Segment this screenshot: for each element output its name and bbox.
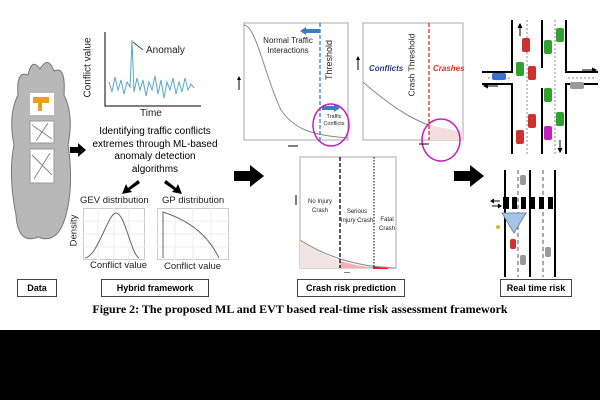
normal-traffic-label: Normal Traffic Interactions [263, 36, 313, 55]
traffic-conflicts-label: Traffic Conflicts [323, 114, 345, 127]
anomaly-label: Anomaly [146, 45, 185, 56]
density-label: Density [68, 214, 80, 247]
gp-title: GP distribution [162, 195, 225, 206]
crosswalk-illustration [490, 170, 556, 277]
intersection-illustration [482, 20, 598, 154]
arrow-right-icon [454, 165, 484, 187]
hybrid-framework-label: Hybrid framework [101, 279, 209, 297]
conflicts-label: Conflicts [369, 64, 404, 73]
arrow-right-icon [70, 143, 86, 157]
description-line: anomaly detection algorithms [114, 151, 196, 175]
figure-caption: Figure 2: The proposed ML and EVT based … [92, 302, 508, 316]
serious-injury-label: Serious Injury Crash [340, 209, 374, 224]
threshold-label: Threshold [324, 39, 335, 81]
gp-xlabel: Conflict value [164, 261, 222, 272]
crashes-label: Crashes [433, 64, 465, 73]
anomaly-time-series [104, 32, 201, 107]
anomaly-xlabel: Time [140, 108, 162, 119]
crash-threshold-panel [356, 22, 464, 162]
arrow-down-right-icon [164, 180, 182, 194]
anomaly-ylabel: Conflict value [82, 37, 94, 98]
no-injury-label: No Injury Crash [307, 199, 332, 214]
gp-chart [157, 208, 229, 260]
crash-threshold-label: Crash Threshold [406, 33, 417, 97]
data-label: Data [17, 279, 57, 297]
description-line: extremes through ML-based [92, 138, 218, 150]
data-cloud-icon [10, 62, 72, 240]
fatal-crash-label: Fatal Crash [378, 217, 395, 232]
severity-panel [295, 156, 397, 273]
crash-risk-label: Crash risk prediction [297, 279, 405, 297]
real-time-risk-label: Real time risk [500, 279, 572, 297]
description: Identifying traffic conflicts extremes t… [90, 126, 220, 176]
description-line: Identifying traffic conflicts [99, 126, 211, 137]
gev-xlabel: Conflict value [90, 260, 148, 271]
arrow-right-icon [234, 165, 264, 187]
gev-chart [83, 208, 145, 260]
threshold-panel [237, 22, 350, 147]
black-band [0, 330, 600, 400]
arrow-down-left-icon [122, 180, 140, 194]
gev-title: GEV distribution [80, 195, 149, 206]
